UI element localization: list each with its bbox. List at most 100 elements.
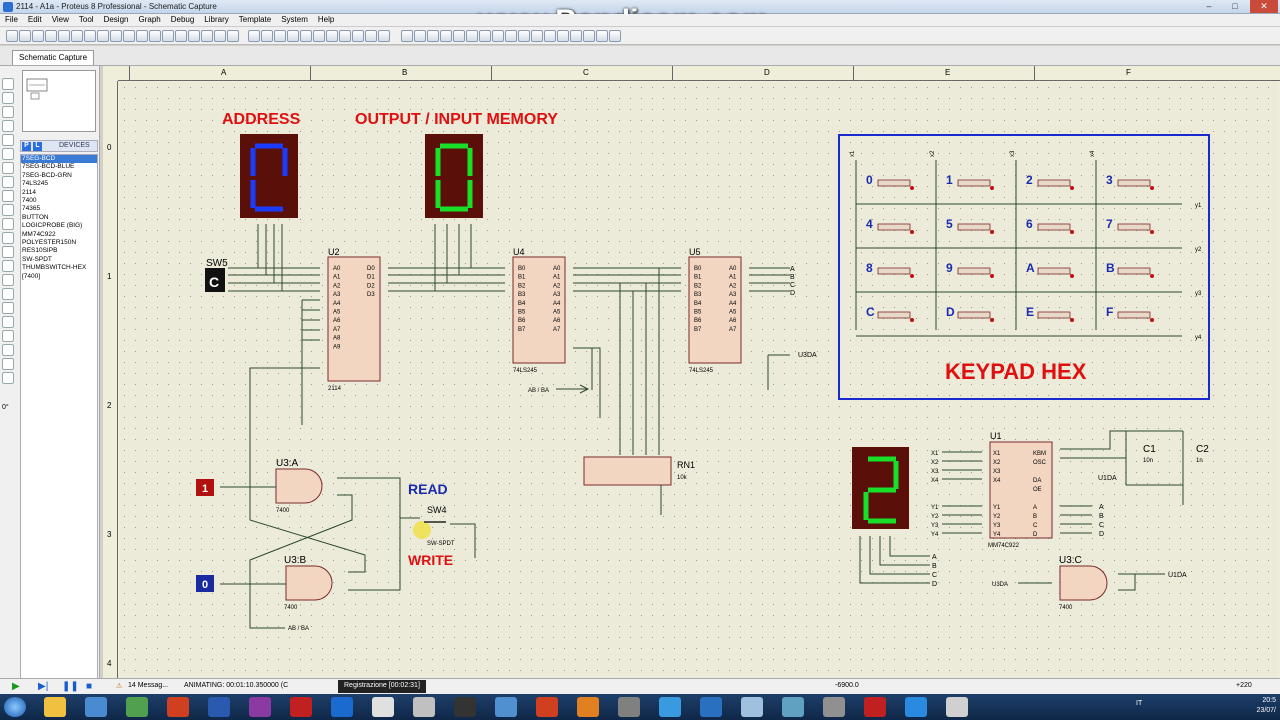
taskbar-app-icon[interactable] xyxy=(249,697,271,717)
keypad-button[interactable] xyxy=(957,311,991,319)
device-item[interactable]: BUTTON xyxy=(22,213,49,221)
device-item[interactable]: 7SEG-BCD xyxy=(21,155,97,164)
taskbar-app-icon[interactable] xyxy=(823,697,845,717)
keypad-button[interactable] xyxy=(1117,179,1151,187)
taskbar-app-icon[interactable] xyxy=(618,697,640,717)
mode-tool-button[interactable] xyxy=(2,246,14,258)
keypad-button[interactable] xyxy=(1117,311,1151,319)
toolbar-button[interactable] xyxy=(287,30,299,42)
keypad-button[interactable] xyxy=(957,179,991,187)
u2-chip[interactable] xyxy=(327,256,381,382)
taskbar-app-icon[interactable] xyxy=(331,697,353,717)
toolbar-button[interactable] xyxy=(583,30,595,42)
u3a-nand-gate[interactable] xyxy=(275,468,323,504)
toolbar-button[interactable] xyxy=(544,30,556,42)
menu-help[interactable]: Help xyxy=(317,15,335,24)
taskbar-app-icon[interactable] xyxy=(208,697,230,717)
schematic-drawing[interactable]: ADDRESS OUTPUT / INPUT MEMORY SW5 C U2 2… xyxy=(119,82,1279,678)
toolbar-button[interactable] xyxy=(378,30,390,42)
toolbar-button[interactable] xyxy=(110,30,122,42)
toolbar-button[interactable] xyxy=(71,30,83,42)
taskbar-app-icon[interactable] xyxy=(864,697,886,717)
u4-chip[interactable] xyxy=(512,256,566,364)
stop-button[interactable]: ■ xyxy=(86,681,93,692)
close-button[interactable]: ✕ xyxy=(1250,0,1278,13)
pause-button[interactable]: ❚❚ xyxy=(62,681,79,692)
toolbar-button[interactable] xyxy=(427,30,439,42)
toolbar-button[interactable] xyxy=(261,30,273,42)
mode-tool-button[interactable] xyxy=(2,92,14,104)
menu-system[interactable]: System xyxy=(281,15,308,24)
mode-tool-button[interactable] xyxy=(2,288,14,300)
toolbar-button[interactable] xyxy=(162,30,174,42)
mode-tool-button[interactable] xyxy=(2,218,14,230)
toolbar-button[interactable] xyxy=(19,30,31,42)
toolbar-button[interactable] xyxy=(570,30,582,42)
mode-tool-button[interactable] xyxy=(2,134,14,146)
schematic-sheet[interactable]: ADDRESS OUTPUT / INPUT MEMORY SW5 C U2 2… xyxy=(119,82,1279,678)
menu-design[interactable]: Design xyxy=(103,15,129,24)
taskbar-app-icon[interactable] xyxy=(85,697,107,717)
u1-encoder-chip[interactable] xyxy=(989,441,1053,539)
taskbar-app-icon[interactable] xyxy=(413,697,435,717)
u5-chip[interactable] xyxy=(688,256,742,364)
keypad-button[interactable] xyxy=(1037,267,1071,275)
overview-preview[interactable] xyxy=(22,70,96,132)
u3b-nand-gate[interactable] xyxy=(285,565,333,601)
mode-tool-button[interactable] xyxy=(2,120,14,132)
keypad-button[interactable] xyxy=(957,267,991,275)
toolbar-button[interactable] xyxy=(248,30,260,42)
toolbar-button[interactable] xyxy=(479,30,491,42)
toolbar-button[interactable] xyxy=(596,30,608,42)
keypad-button[interactable] xyxy=(877,179,911,187)
device-item[interactable]: [7400] xyxy=(22,272,41,280)
mode-tool-button[interactable] xyxy=(2,162,14,174)
keypad-button[interactable] xyxy=(1037,311,1071,319)
logic-state-one[interactable] xyxy=(196,479,214,496)
mode-tool-button[interactable] xyxy=(2,190,14,202)
device-item[interactable]: SW-SPDT xyxy=(22,255,52,263)
taskbar-app-icon[interactable] xyxy=(454,697,476,717)
mode-tool-button[interactable] xyxy=(2,260,14,272)
toolbar-button[interactable] xyxy=(97,30,109,42)
taskbar-app-icon[interactable] xyxy=(372,697,394,717)
start-button[interactable] xyxy=(4,697,26,717)
toolbar-button[interactable] xyxy=(466,30,478,42)
menu-library[interactable]: Library xyxy=(204,15,229,24)
toolbar-button[interactable] xyxy=(531,30,543,42)
keypad-button[interactable] xyxy=(1117,223,1151,231)
taskbar-app-icon[interactable] xyxy=(44,697,66,717)
toolbar-button[interactable] xyxy=(6,30,18,42)
mode-tool-button[interactable] xyxy=(2,78,14,90)
toolbar-button[interactable] xyxy=(609,30,621,42)
menu-edit[interactable]: Edit xyxy=(27,15,42,24)
minimize-button[interactable]: – xyxy=(1206,1,1212,11)
taskbar-app-icon[interactable] xyxy=(495,697,517,717)
taskbar-app-icon[interactable] xyxy=(126,697,148,717)
toolbar-button[interactable] xyxy=(188,30,200,42)
device-item[interactable]: 2114 xyxy=(22,188,36,196)
keypad-button[interactable] xyxy=(1037,223,1071,231)
toolbar-button[interactable] xyxy=(326,30,338,42)
device-item[interactable]: 7SEG-BCD-BLUE xyxy=(22,163,75,171)
toolbar-button[interactable] xyxy=(365,30,377,42)
logic-state-zero[interactable] xyxy=(196,575,214,592)
menu-template[interactable]: Template xyxy=(238,15,272,24)
toolbar-button[interactable] xyxy=(84,30,96,42)
keypad-button[interactable] xyxy=(877,311,911,319)
menu-view[interactable]: View xyxy=(51,15,69,24)
taskbar-app-icon[interactable] xyxy=(659,697,681,717)
toolbar-button[interactable] xyxy=(136,30,148,42)
taskbar-app-icon[interactable] xyxy=(946,697,968,717)
mode-tool-button[interactable] xyxy=(2,358,14,370)
mode-tool-button[interactable] xyxy=(2,302,14,314)
mode-tool-button[interactable] xyxy=(2,316,14,328)
play-button[interactable]: ▶ xyxy=(12,681,20,692)
toolbar-button[interactable] xyxy=(352,30,364,42)
taskbar-app-icon[interactable] xyxy=(167,697,189,717)
menu-debug[interactable]: Debug xyxy=(170,15,195,24)
mode-tool-button[interactable] xyxy=(2,330,14,342)
taskbar-app-icon[interactable] xyxy=(536,697,558,717)
toolbar-button[interactable] xyxy=(557,30,569,42)
